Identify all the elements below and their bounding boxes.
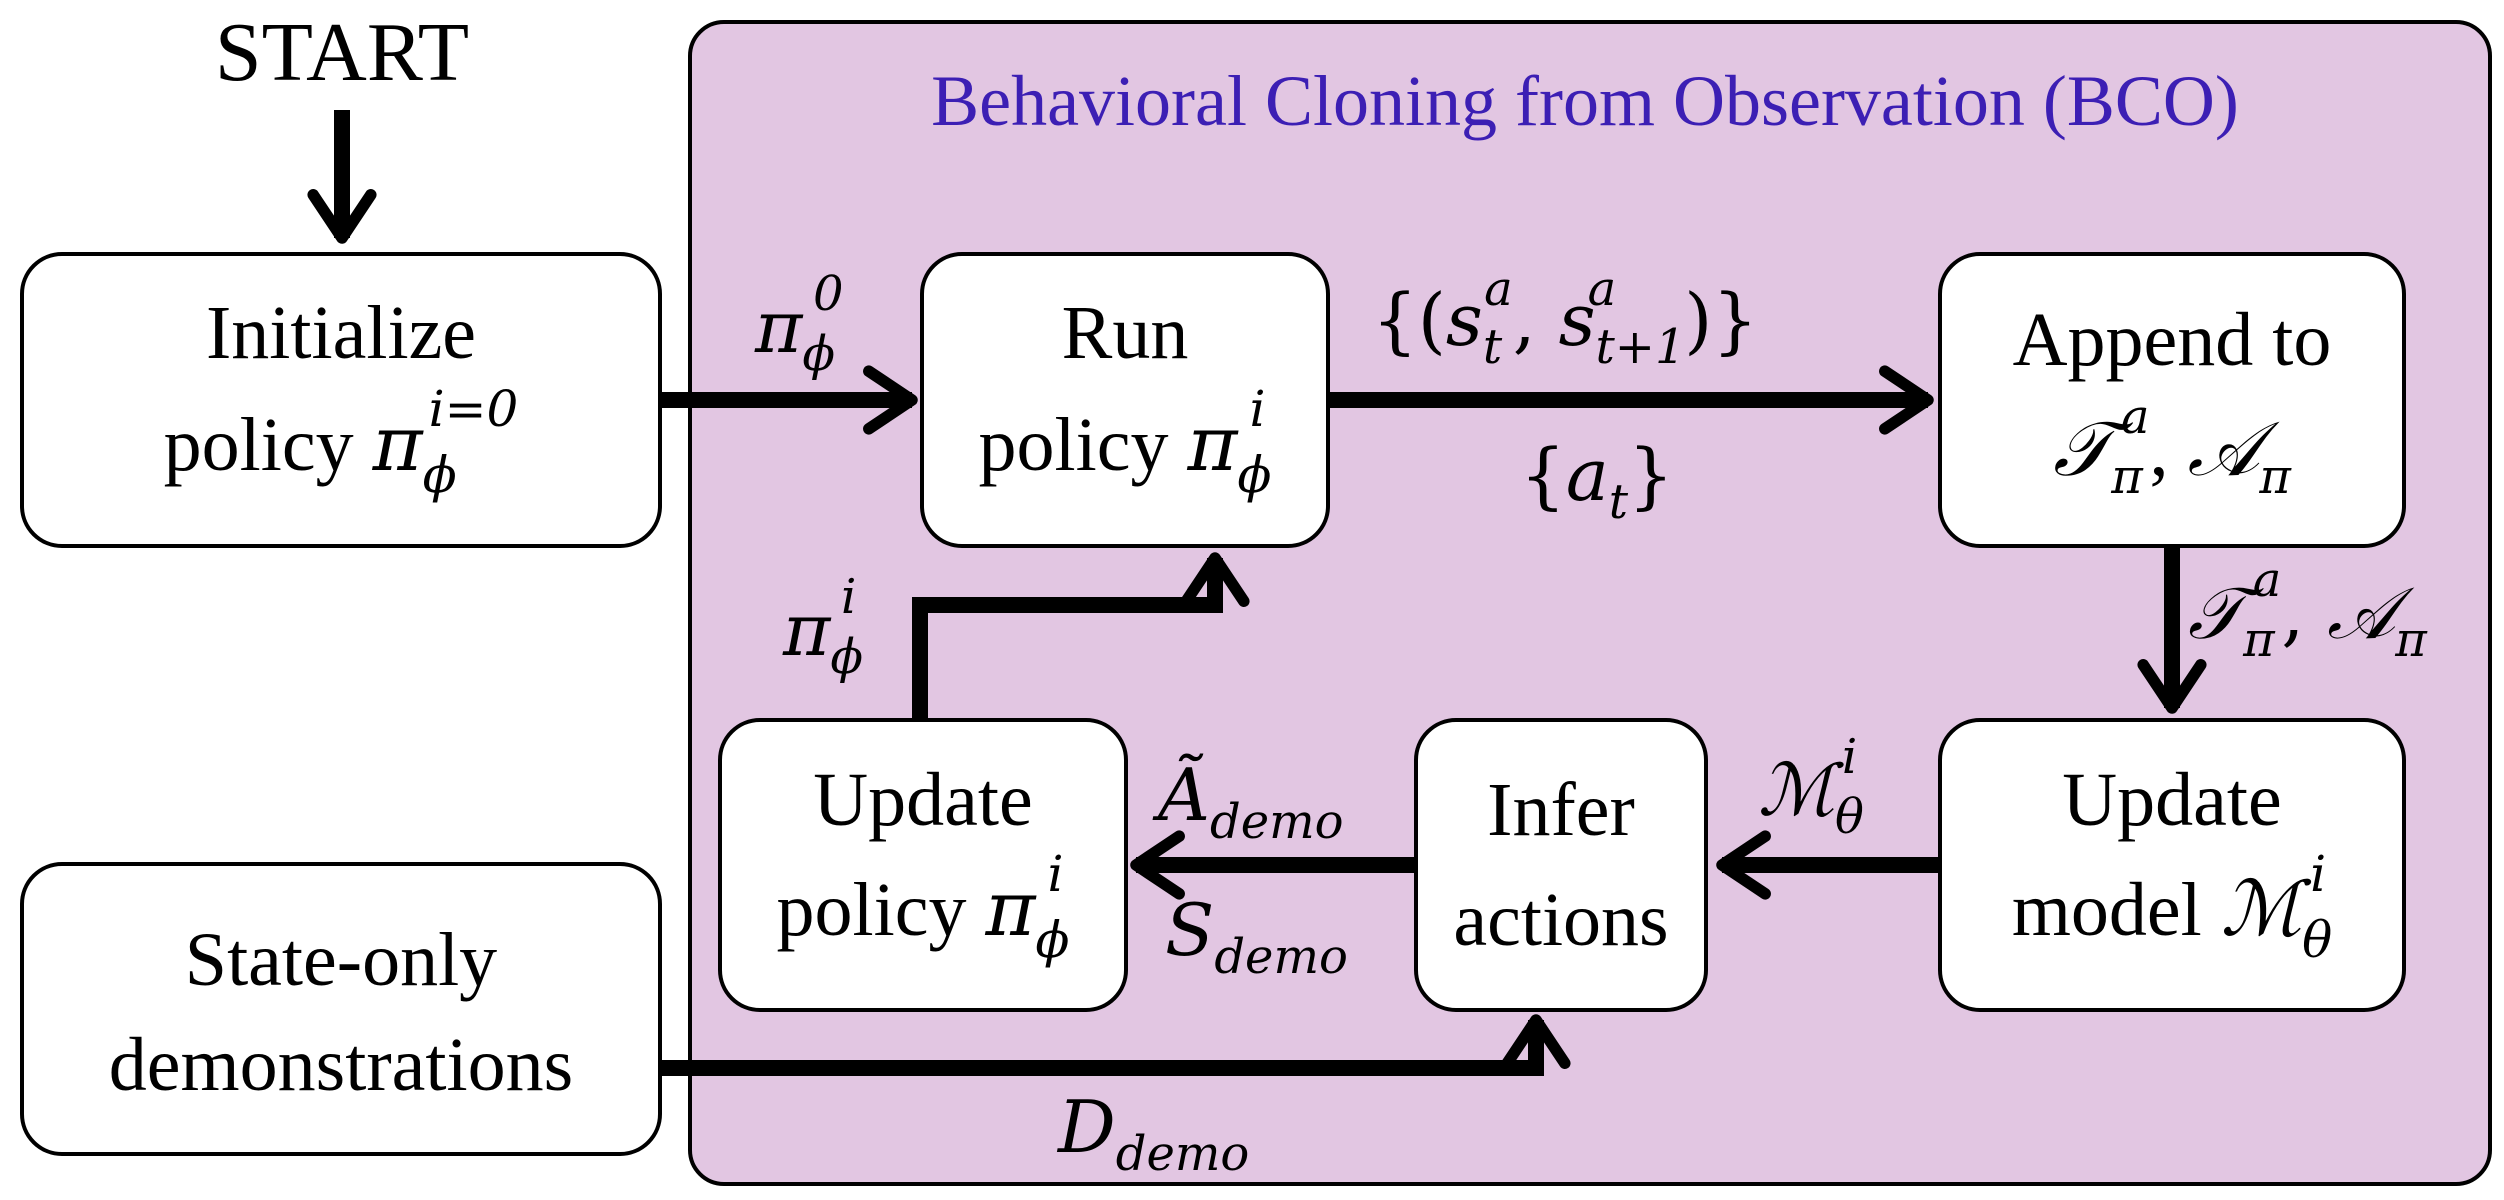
update-policy-box-line2: policy πϕi: [776, 845, 1069, 969]
update-policy-box-line1: Update: [813, 758, 1032, 842]
edge-label-updated-policy: πϕi: [782, 569, 863, 685]
edge-label-state-pairs: {(sta, st+1a)}: [1372, 261, 1758, 375]
edge-label-initial-policy: πϕ0: [754, 266, 844, 382]
edge-label-inferred-actions: Ãdemo: [1152, 752, 1344, 850]
append-box: [1938, 252, 2406, 548]
update-policy-box: [718, 718, 1128, 1012]
edge-label-actions: {at}: [1520, 433, 1674, 530]
run-policy-box: [920, 252, 1330, 548]
update-model-box: [1938, 718, 2406, 1012]
append-box-line1: Append to: [2013, 298, 2332, 382]
initialize-box-line1: Initialize: [206, 291, 476, 375]
update-model-box-line2: model ℳθi: [2012, 845, 2332, 969]
initialize-box-line2: policy πϕi=0: [164, 380, 519, 504]
arrow-demos-to-infer: [660, 1014, 1571, 1076]
append-box-line2: 𝒯πa, 𝒜π: [2053, 389, 2292, 505]
edge-label-demo-states: Sdemo: [1165, 888, 1348, 985]
boxes: [20, 252, 2406, 1156]
update-model-box-line1: Update: [2062, 758, 2281, 842]
arrow-update-policy-to-run: [912, 552, 1250, 720]
infer-box-line1: Infer: [1487, 768, 1635, 852]
bco-region-title: Behavioral Cloning from Observation (BCO…: [931, 61, 2239, 141]
state-only-demos-box: [20, 862, 662, 1156]
edge-label-demo-dataset: Ddemo: [1056, 1085, 1249, 1182]
state-only-box-line2: demonstrations: [109, 1023, 573, 1107]
run-box-line1: Run: [1062, 291, 1189, 375]
run-box-line2: policy πϕi: [978, 380, 1271, 504]
arrows: [307, 110, 2207, 1076]
infer-actions-box: [1414, 718, 1708, 1012]
infer-box-line2: actions: [1453, 878, 1668, 962]
state-only-box-line1: State-only: [185, 918, 497, 1002]
initialize-policy-box: [20, 252, 662, 548]
edge-label-model: ℳθi: [1758, 729, 1864, 845]
start-label: START: [215, 6, 469, 99]
